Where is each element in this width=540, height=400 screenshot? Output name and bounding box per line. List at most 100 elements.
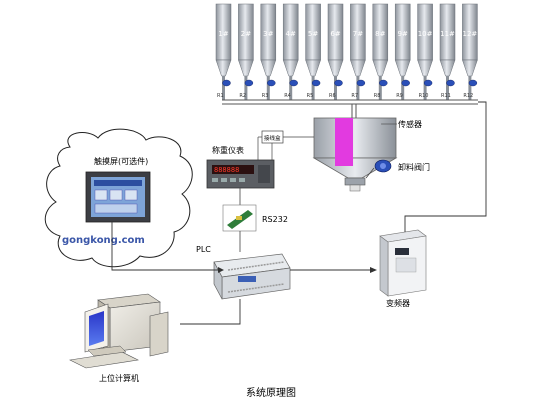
silo-outlet [378, 76, 382, 100]
feed-valve-icon [311, 79, 321, 87]
sensor-label: 传感器 [398, 119, 422, 129]
silo-number: 6# [330, 30, 340, 38]
rs232-label: RS232 [262, 215, 288, 224]
valve-label: R11 [441, 93, 451, 99]
silo-number: 11# [440, 30, 455, 38]
feed-valve-icon [244, 79, 254, 87]
valve-label: R7 [351, 93, 358, 99]
silo: 2# R2 [238, 3, 254, 100]
silo-outlet [266, 76, 270, 100]
silo-outlet [468, 76, 472, 100]
host-computer-icon [69, 293, 169, 369]
silo: 9# R9 [394, 3, 411, 100]
weighing-hopper [312, 117, 398, 192]
silo-cone [260, 59, 277, 77]
rs232-module [222, 204, 257, 232]
valve-label: R5 [307, 93, 314, 99]
weighing-instrument-label: 称重仪表 [212, 145, 244, 155]
silo-outlet [289, 76, 293, 100]
silo: 12# R12 [462, 3, 478, 100]
valve-label: R6 [329, 93, 336, 99]
silo-cone [282, 59, 299, 77]
diagram-caption: 系统原理图 [246, 386, 296, 399]
discharge-valve-label: 卸料阀门 [398, 162, 430, 172]
material-fill [335, 118, 353, 166]
inverter-label: 变频器 [386, 298, 410, 308]
silo-cone [462, 59, 478, 77]
valve-label: R8 [374, 93, 381, 99]
plc-unit [213, 253, 291, 300]
collector-pipe [222, 99, 478, 118]
silo-cone [327, 59, 344, 77]
valve-label: R3 [262, 93, 269, 99]
silo-number: 7# [353, 30, 363, 38]
silo-row: 1# R1 2# R2 3# R3 4# R4 5# R5 6# R6 7# R7 8# R8 9# R9 10# R… [215, 3, 478, 100]
silo-cone [417, 59, 433, 77]
junction-box-label: 接线盒 [264, 134, 281, 142]
feed-valve-icon [401, 79, 410, 87]
valve-label: R9 [396, 93, 403, 99]
feed-valve-icon [379, 79, 388, 87]
feed-valve-icon [423, 79, 433, 87]
feed-valve-icon [334, 79, 343, 87]
link-touchscreen-plc [111, 222, 218, 271]
silo: 6# R6 [327, 3, 344, 100]
touch-screen-label: 触摸屏(可选件) [94, 156, 148, 166]
silo-outlet [401, 76, 405, 100]
svg-text:888888: 888888 [214, 166, 239, 174]
watermark-text: gongkong.com [62, 235, 145, 246]
silo-outlet [423, 76, 427, 100]
silo-outlet [222, 76, 225, 100]
silo-number: 2# [241, 30, 251, 38]
weighing-instrument: 888888 [206, 159, 275, 189]
silo: 10# R10 [417, 3, 433, 100]
silo-outlet [446, 76, 449, 100]
feed-valve-icon [356, 79, 366, 87]
valve-label: R2 [239, 93, 246, 99]
silo-cone [215, 59, 232, 77]
feed-valve-icon [267, 79, 276, 87]
feed-valve-icon [222, 79, 231, 87]
touch-screen-device [85, 171, 151, 223]
inverter-device [379, 229, 427, 297]
host-computer-label: 上位计算机 [99, 373, 139, 383]
silo-number: 8# [375, 30, 385, 38]
feed-valve-icon [289, 79, 298, 87]
silo-number: 4# [286, 30, 296, 38]
silo-cone [372, 59, 389, 77]
plc-label: PLC [196, 245, 211, 254]
silo-number: 10# [418, 30, 433, 38]
valve-label: R4 [284, 93, 291, 99]
silo: 3# R3 [260, 3, 277, 100]
silo: 8# R8 [372, 3, 389, 100]
silo-number: 5# [308, 30, 318, 38]
silo-number: 3# [263, 30, 273, 38]
silo: 4# R4 [282, 3, 299, 100]
silo-outlet [311, 76, 315, 100]
junction-box: 接线盒 [257, 130, 314, 160]
silo-cone [394, 59, 411, 77]
silo-outlet [356, 76, 360, 100]
silo-outlet [334, 76, 337, 100]
link-inverter-silos [404, 101, 487, 232]
discharge-valve-icon [365, 159, 392, 179]
silo-cone [238, 59, 254, 77]
silo: 11# R11 [439, 3, 456, 100]
link-plc-computer [180, 299, 241, 325]
silo-cone [350, 59, 366, 77]
valve-label: R10 [419, 93, 429, 99]
silo-number: 12# [463, 30, 478, 38]
valve-label: R1 [217, 93, 224, 99]
silo-outlet [244, 76, 248, 100]
silo: 7# R7 [350, 3, 366, 100]
silo-cone [305, 59, 321, 77]
silo: 5# R5 [305, 3, 321, 100]
silo-number: 9# [398, 30, 408, 38]
feed-valve-icon [468, 79, 478, 87]
silo: 1# R1 [215, 3, 232, 100]
silo-number: 1# [218, 30, 228, 38]
feed-valve-icon [446, 79, 455, 87]
silo-cone [439, 59, 456, 77]
valve-label: R12 [463, 93, 473, 99]
